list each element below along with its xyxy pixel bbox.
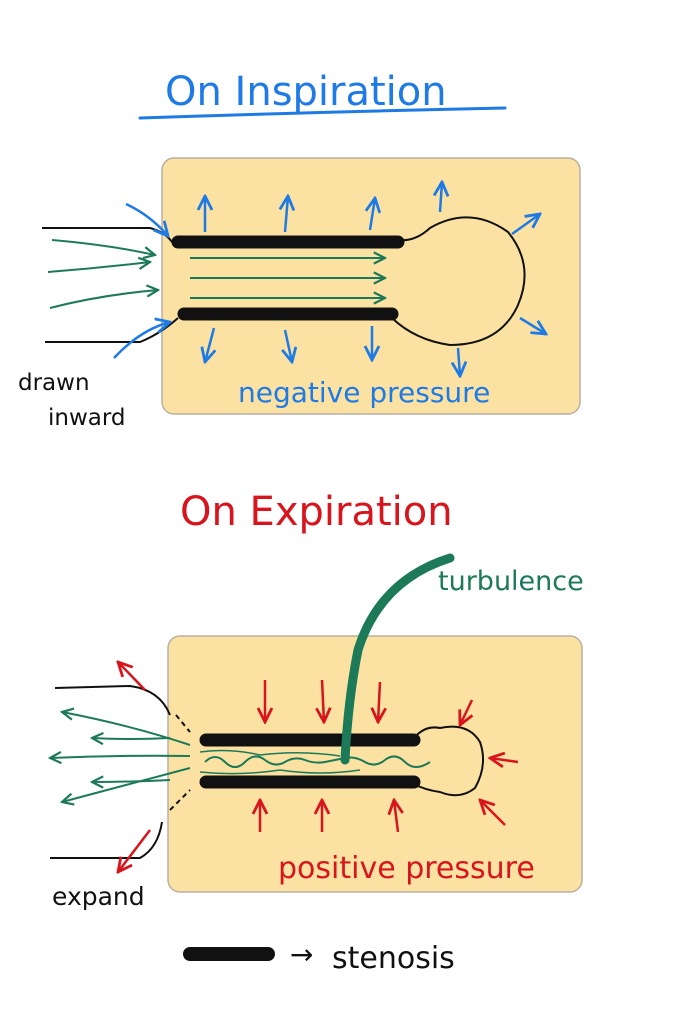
turbulence-label: turbulence <box>438 566 584 597</box>
expand-label: expand <box>52 882 145 911</box>
inspiration-panel <box>161 157 581 415</box>
inspiration-title: On Inspiration <box>165 69 447 115</box>
legend: → stenosis <box>183 938 455 976</box>
inflow-arrows <box>47 239 385 309</box>
lung-bulb <box>391 216 526 347</box>
upper-airway-wall-exp <box>54 684 171 716</box>
turbulent-flow-3 <box>199 769 361 775</box>
compression-arrows <box>118 662 519 872</box>
negative-pressure-label: negative pressure <box>238 376 490 409</box>
outward-pull-arrows <box>113 182 546 376</box>
outflow-arrows <box>50 712 191 802</box>
expiration-title: On Expiration <box>180 489 453 535</box>
turbulence-pointer <box>340 553 455 765</box>
lower-airway-dashed <box>169 789 191 811</box>
expiration-section: On Expiration turbulence <box>50 489 584 911</box>
turbulent-flow-2 <box>199 749 341 757</box>
inspiration-section: On Inspiration <box>18 69 581 431</box>
compressed-lung-bulb <box>413 725 485 797</box>
lower-airway-wall-exp <box>50 821 163 859</box>
turbulent-flow <box>204 755 431 768</box>
inspiration-title-underline <box>138 106 507 120</box>
drawn-inward-label-line1: drawn <box>18 370 90 396</box>
drawn-inward-label-line2: inward <box>48 405 126 431</box>
legend-stenosis-label: stenosis <box>332 941 455 976</box>
legend-arrow: → <box>290 938 313 971</box>
upper-airway-dashed <box>175 714 191 733</box>
positive-pressure-label: positive pressure <box>278 851 535 886</box>
lower-airway-wall <box>45 317 179 343</box>
